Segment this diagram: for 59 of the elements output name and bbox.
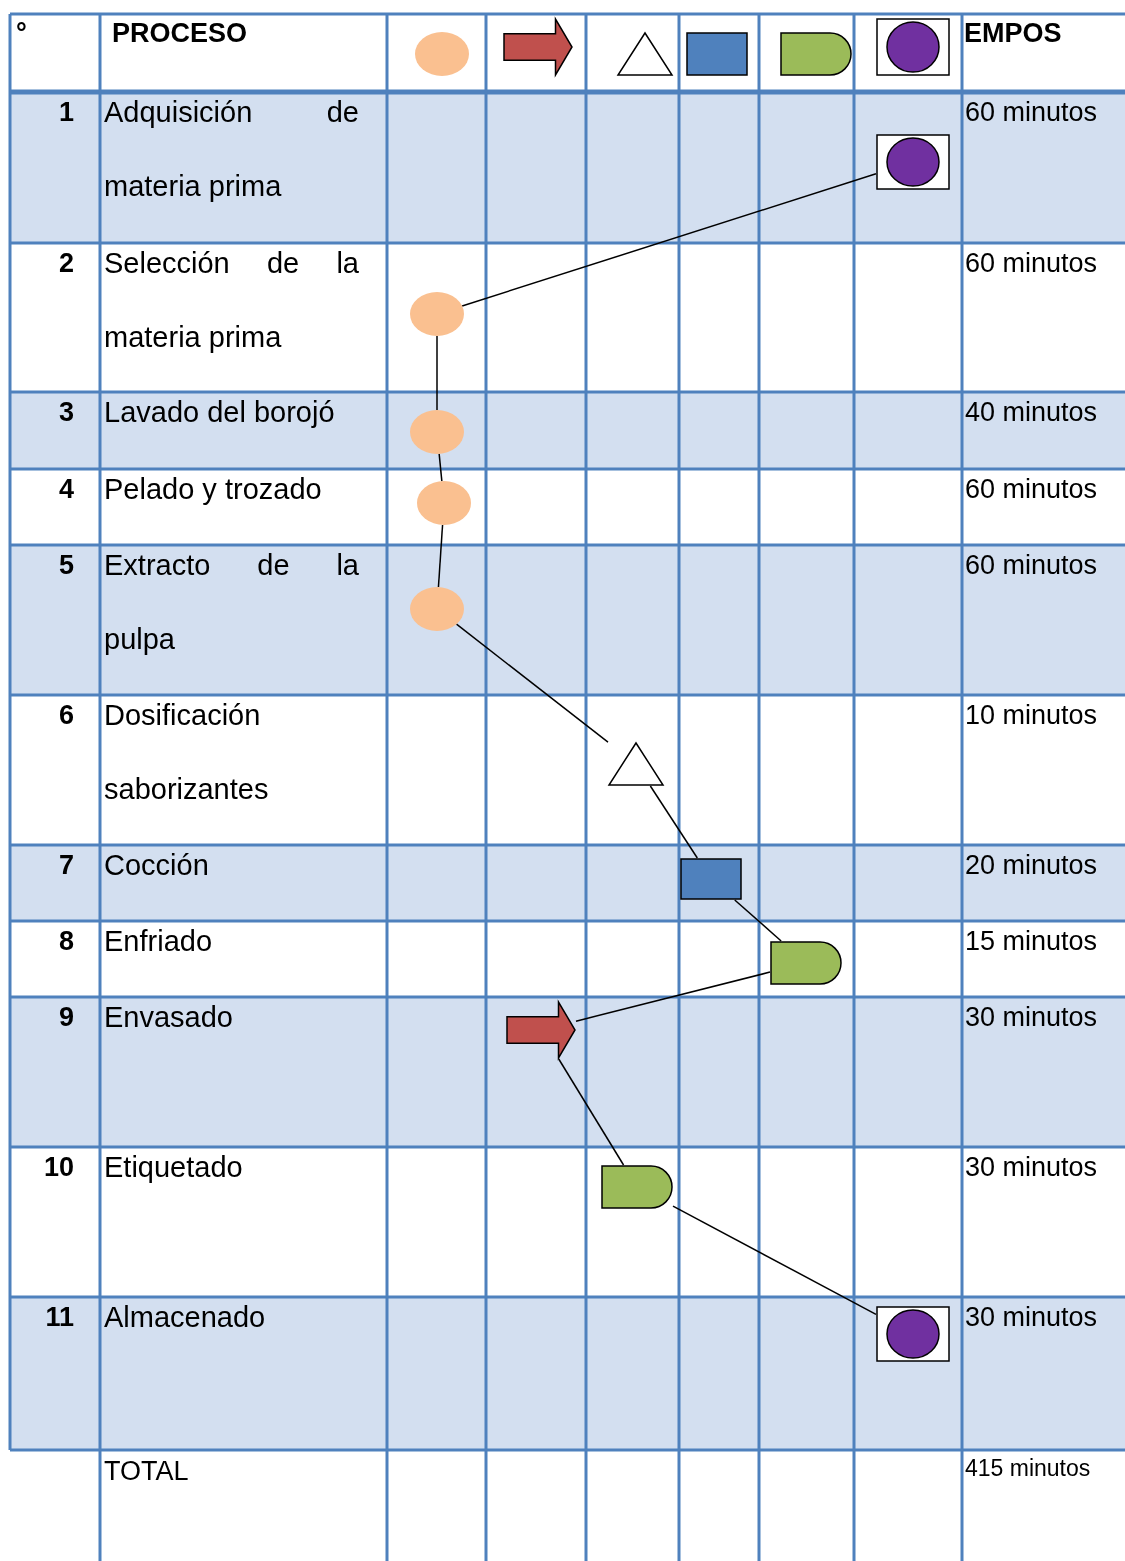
process-name: Lavado del borojó [104,395,336,430]
connector-line [436,335,438,411]
duration: 30 minutos [965,1001,1099,1034]
step-number: 3 [57,396,74,429]
connector-line [672,1205,877,1316]
connector-line [558,1058,625,1166]
rectangle-symbol [680,858,742,900]
duration: 60 minutos [965,473,1099,506]
step-number: 7 [57,849,74,882]
duration: 15 minutos [965,925,1099,958]
step-number: 4 [57,473,74,506]
storage-symbol [876,134,950,190]
duration: 60 minutos [965,549,1099,582]
process-name: Adquisición de materia prima [104,95,359,204]
connector-line [438,453,443,482]
process-name: Pelado y trozado [104,472,323,507]
half-round-symbol [601,1165,673,1209]
operation-circle [410,587,464,631]
duration: 30 minutos [965,1301,1099,1334]
total-label: TOTAL [104,1455,190,1488]
step-number: 11 [44,1301,74,1334]
step-number: 2 [57,247,74,280]
process-name: Selección de la materia prima [104,246,359,355]
connector-line [734,899,782,942]
column-heading: EMPOS [964,17,1063,50]
duration: 40 minutos [965,396,1099,429]
step-number: 6 [57,699,74,732]
process-name: Almacenado [104,1300,267,1335]
process-name: Cocción [104,848,210,883]
connector-line [575,971,771,1022]
operation-circle [417,481,471,525]
step-number: 10 [42,1151,74,1184]
connector-line [461,173,877,307]
storage-symbol [876,1306,950,1362]
duration: 60 minutos [965,96,1099,129]
process-name: Etiquetado [104,1150,244,1185]
step-number: 8 [57,925,74,958]
duration: 30 minutos [965,1151,1099,1184]
column-heading: PROCESO [112,17,249,50]
connector-line [437,524,444,588]
connector-line [649,785,699,859]
process-name: Dosificación saborizantes [104,698,270,807]
total-duration: 415 minutos [965,1454,1092,1483]
operation-circle [410,292,464,336]
triangle-symbol [608,742,664,786]
arrow-symbol [506,1001,576,1059]
half-round-symbol [770,941,842,985]
process-name: Enfriado [104,924,213,959]
step-number: 9 [57,1001,74,1034]
duration: 10 minutos [965,699,1099,732]
duration: 60 minutos [965,247,1099,280]
process-name: Envasado [104,1000,234,1035]
process-name: Extracto de la pulpa [104,548,359,657]
operation-circle [410,410,464,454]
step-number: 5 [57,549,74,582]
step-number: 1 [57,96,74,129]
column-heading: ° [16,17,28,50]
connector-line [455,623,609,743]
duration: 20 minutos [965,849,1099,882]
